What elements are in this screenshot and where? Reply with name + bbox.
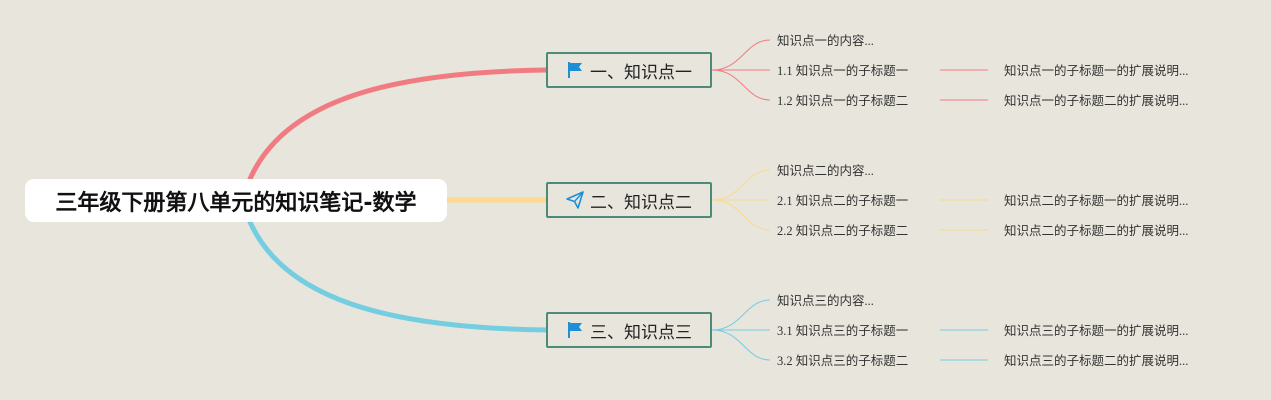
sub-connectors-2: [711, 169, 988, 231]
branch-topic-1-label: 一、知识点一: [590, 62, 692, 83]
flag-icon: [566, 61, 584, 79]
subtopic-detail-3-2[interactable]: 知识点三的子标题二的扩展说明...: [1004, 354, 1189, 368]
subtopic-content-3[interactable]: 知识点三的内容...: [777, 294, 874, 308]
subtopic-title-1-1[interactable]: 1.1 知识点一的子标题一: [777, 64, 909, 78]
branch-topic-3-label: 三、知识点三: [590, 322, 692, 343]
subtopic-detail-2-2[interactable]: 知识点二的子标题二的扩展说明...: [1004, 224, 1189, 238]
subtopic-content-1[interactable]: 知识点一的内容...: [777, 34, 874, 48]
subtopic-title-3-2[interactable]: 3.2 知识点三的子标题二: [777, 354, 909, 368]
branch-topic-2-label: 二、知识点二: [590, 192, 692, 213]
subtopic-title-2-2[interactable]: 2.2 知识点二的子标题二: [777, 224, 909, 238]
subtopic-detail-3-1[interactable]: 知识点三的子标题一的扩展说明...: [1004, 324, 1189, 338]
subtopic-detail-1-2[interactable]: 知识点一的子标题二的扩展说明...: [1004, 94, 1189, 108]
branch-topic-3[interactable]: 三、知识点三: [546, 312, 712, 348]
root-topic[interactable]: 三年级下册第八单元的知识笔记-数学: [25, 179, 447, 222]
branch-topic-1[interactable]: 一、知识点一: [546, 52, 712, 88]
subtopic-title-3-1[interactable]: 3.1 知识点三的子标题一: [777, 324, 909, 338]
connector-line-1: [247, 67, 550, 182]
sub-connectors-1: [711, 39, 988, 101]
branch-topic-2[interactable]: 二、知识点二: [546, 182, 712, 218]
paper-plane-icon: [566, 191, 584, 209]
subtopic-detail-1-1[interactable]: 知识点一的子标题一的扩展说明...: [1004, 64, 1189, 78]
subtopic-content-2[interactable]: 知识点二的内容...: [777, 164, 874, 178]
root-topic-title: 三年级下册第八单元的知识笔记-数学: [55, 190, 417, 216]
connector-line-3: [247, 219, 550, 333]
sub-connectors-3: [711, 299, 988, 361]
subtopic-detail-2-1[interactable]: 知识点二的子标题一的扩展说明...: [1004, 194, 1189, 208]
subtopic-title-1-2[interactable]: 1.2 知识点一的子标题二: [777, 94, 909, 108]
subtopic-title-2-1[interactable]: 2.1 知识点二的子标题一: [777, 194, 909, 208]
flag-icon: [566, 321, 584, 339]
